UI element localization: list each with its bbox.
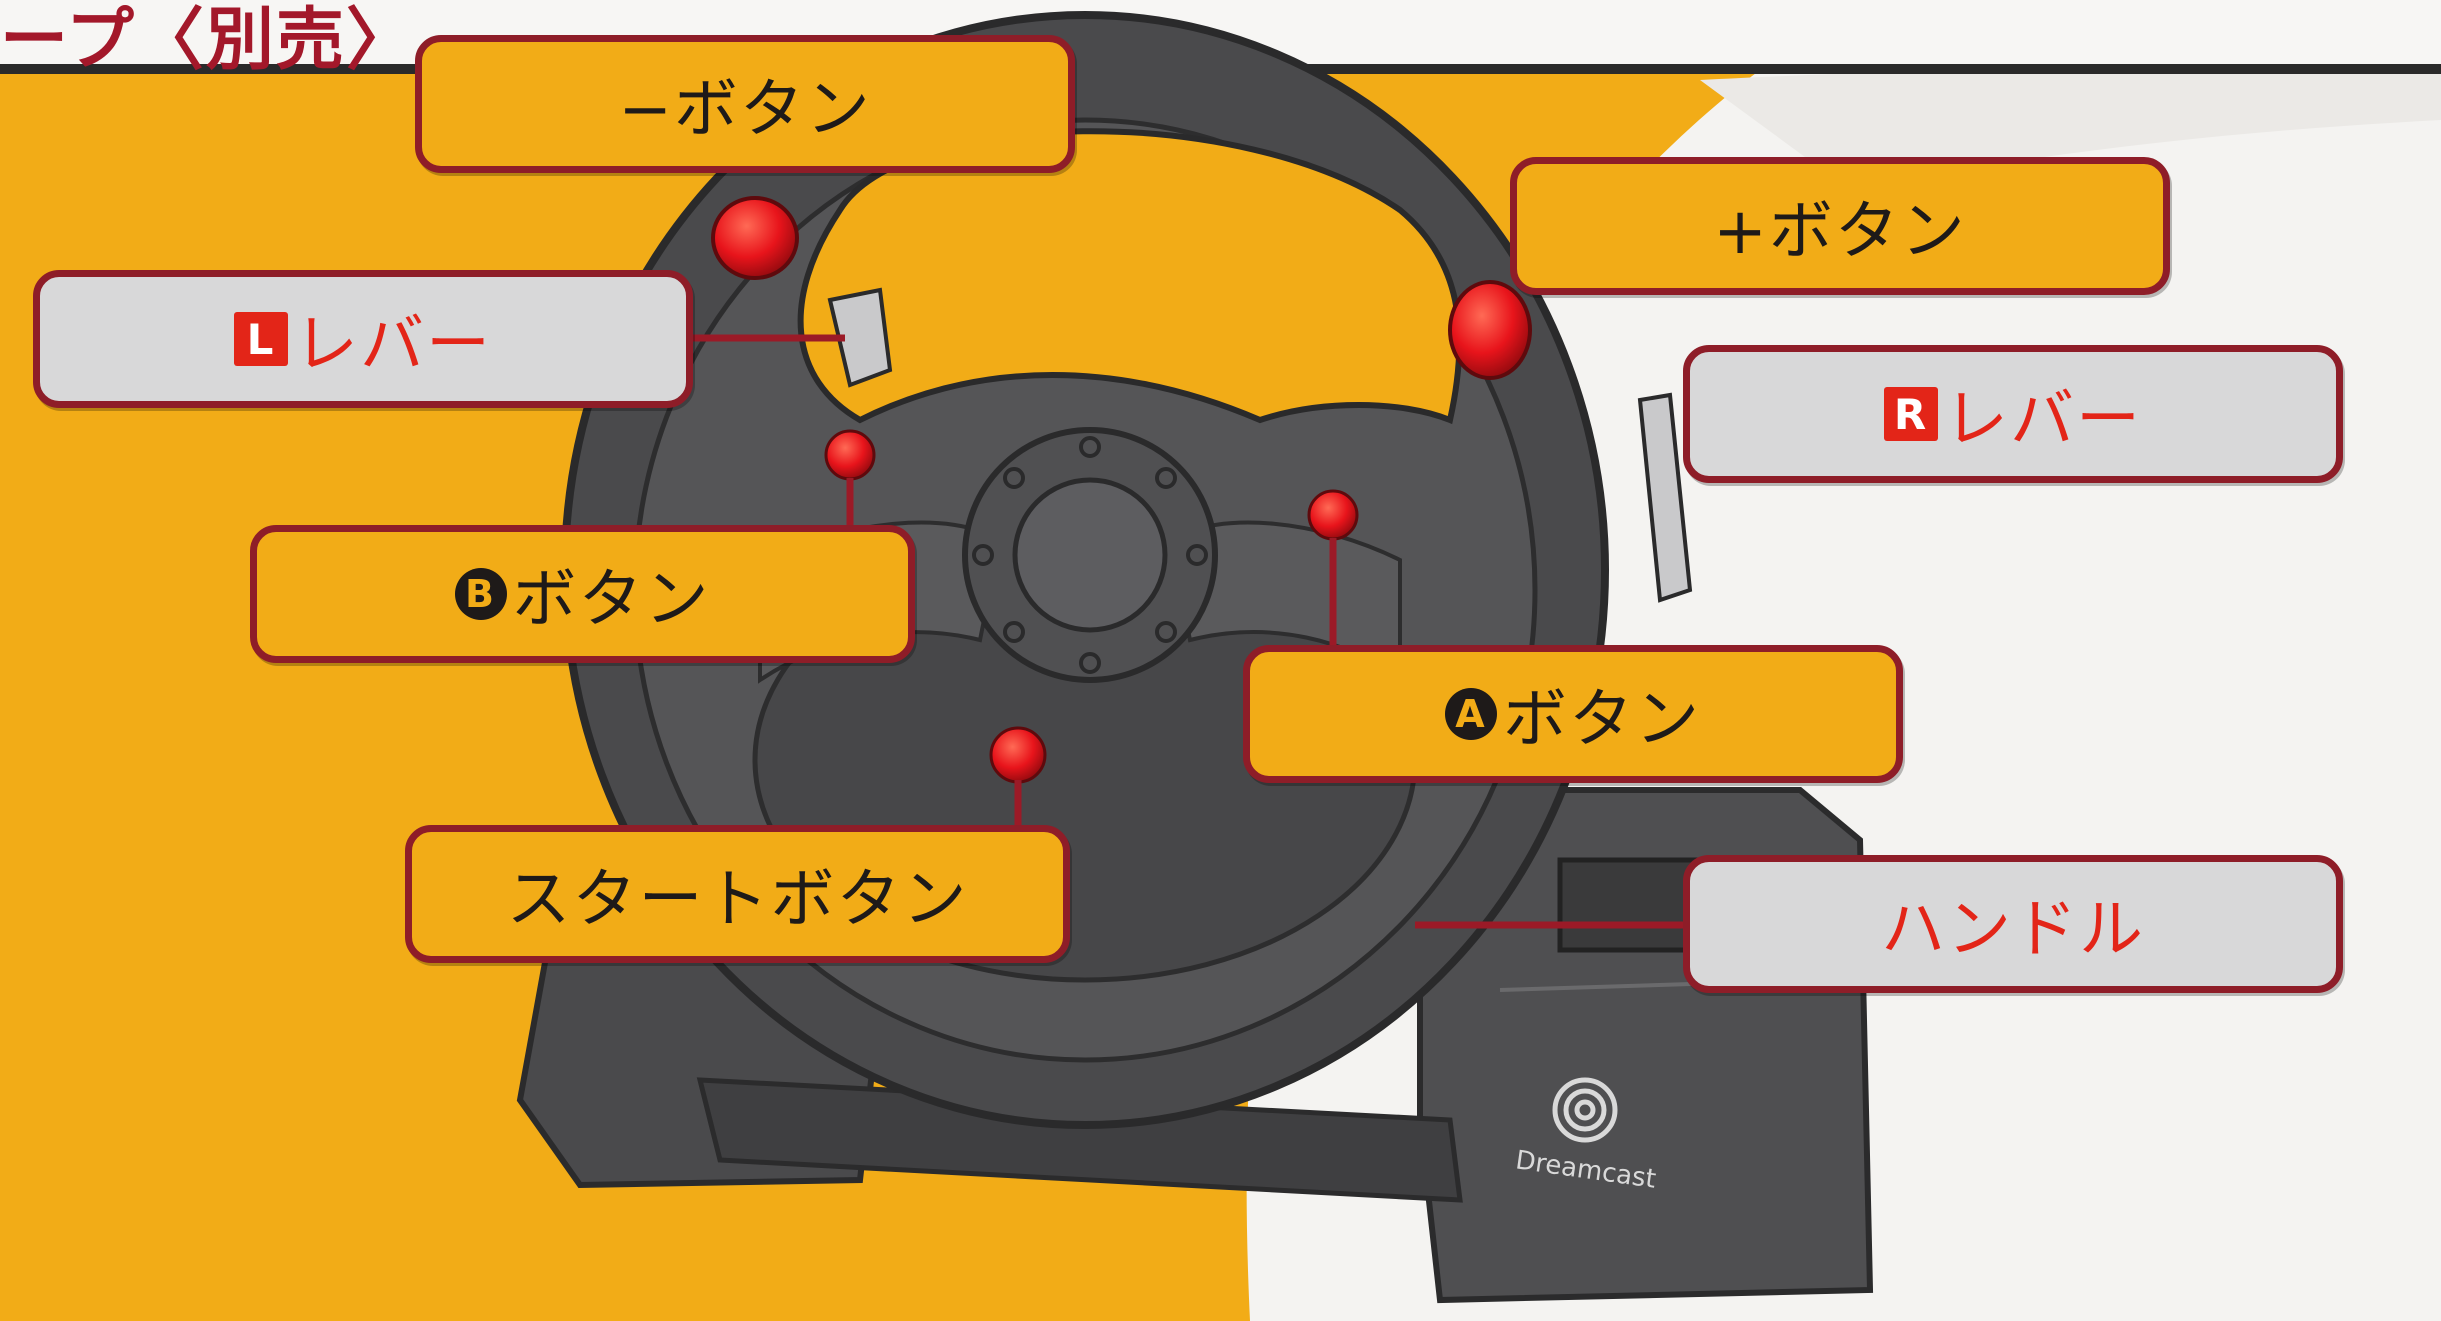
a-button-knob (1307, 489, 1359, 541)
dreamcast-logo (1552, 1077, 1618, 1143)
handle-callout: ハンドル (1683, 855, 2343, 993)
b-button-callout: B ボタン (250, 525, 915, 663)
l-lever-label: レバー (294, 308, 492, 382)
minus-button-callout: −ボタン (415, 35, 1075, 173)
start-button-callout: スタートボタン (405, 825, 1070, 963)
plus-button-knob (1448, 280, 1532, 380)
wheel-opening (797, 128, 1463, 425)
plus-button-label: +ボタン (1713, 195, 1967, 269)
a-letter-icon: A (1445, 688, 1497, 740)
r-lever-callout: R レバー (1683, 345, 2343, 483)
l-letter-icon: L (234, 312, 288, 366)
handle-label: ハンドル (1881, 893, 2145, 967)
r-lever-paddle (1637, 392, 1693, 603)
leader-lines (690, 334, 1690, 929)
start-button-knob (989, 726, 1047, 784)
b-letter-icon: B (454, 568, 507, 620)
a-button-callout: A ボタン (1243, 645, 1903, 783)
page-section-title: ープ〈別売〉 (0, 0, 416, 80)
a-button-label: ボタン (1503, 683, 1701, 757)
plus-button-callout: +ボタン (1510, 157, 2170, 295)
l-lever-callout: L レバー (33, 270, 693, 408)
start-button-label: スタートボタン (506, 863, 969, 937)
l-lever-paddle (827, 287, 893, 388)
b-button-label: ボタン (512, 563, 711, 637)
minus-button-label: −ボタン (618, 73, 872, 147)
r-lever-label: レバー (1944, 383, 2142, 457)
b-button-knob (824, 429, 876, 481)
r-letter-icon: R (1884, 387, 1938, 441)
minus-button-knob (711, 196, 799, 280)
